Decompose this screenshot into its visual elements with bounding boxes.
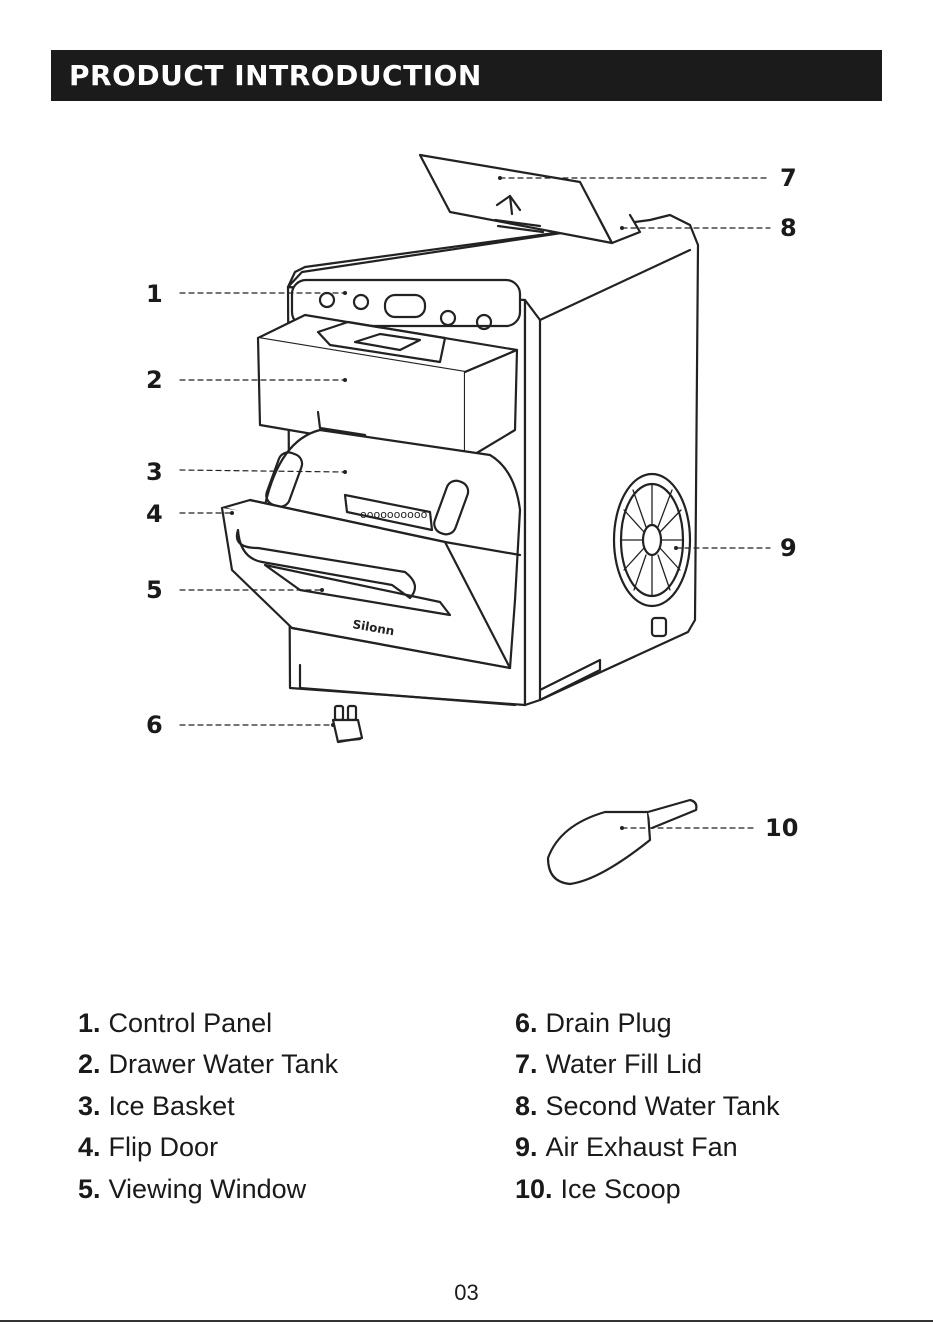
legend-label: Drain Plug	[546, 1008, 672, 1038]
legend-number: 9.	[515, 1132, 538, 1162]
legend-number: 6.	[515, 1008, 538, 1038]
legend-number: 7.	[515, 1049, 538, 1079]
callout-9: 9	[780, 534, 797, 562]
legend-item-water-fill-lid: 7. Water Fill Lid	[515, 1049, 702, 1080]
legend-label: Second Water Tank	[546, 1091, 780, 1121]
legend-label: Control Panel	[109, 1008, 273, 1038]
legend-label: Drawer Water Tank	[109, 1049, 339, 1079]
callout-6: 6	[146, 711, 163, 739]
legend-item-second-water-tank: 8. Second Water Tank	[515, 1091, 780, 1122]
legend-item-viewing-window: 5. Viewing Window	[78, 1174, 306, 1205]
legend-label: Viewing Window	[109, 1174, 307, 1204]
legend-number: 1.	[78, 1008, 101, 1038]
legend-number: 8.	[515, 1091, 538, 1121]
callout-10: 10	[765, 814, 798, 842]
bottom-rule	[0, 1320, 933, 1322]
legend-item-flip-door: 4. Flip Door	[78, 1132, 218, 1163]
legend-label: Water Fill Lid	[546, 1049, 703, 1079]
legend-label: Ice Scoop	[561, 1174, 681, 1204]
legend-number: 3.	[78, 1091, 101, 1121]
callout-8: 8	[780, 214, 797, 242]
legend-number: 10.	[515, 1174, 553, 1204]
legend-label: Flip Door	[109, 1132, 219, 1162]
legend-number: 4.	[78, 1132, 101, 1162]
callout-1: 1	[146, 280, 163, 308]
legend-item-ice-scoop: 10. Ice Scoop	[515, 1174, 681, 1205]
legend-label: Air Exhaust Fan	[546, 1132, 738, 1162]
legend-item-drain-plug: 6. Drain Plug	[515, 1008, 672, 1039]
water-fill-lid	[420, 155, 640, 243]
legend-item-drawer-water-tank: 2. Drawer Water Tank	[78, 1049, 338, 1080]
page-number: 03	[0, 1280, 933, 1306]
callout-3: 3	[146, 458, 163, 486]
legend-item-control-panel: 1. Control Panel	[78, 1008, 272, 1039]
air-exhaust-fan	[614, 474, 690, 606]
legend-number: 5.	[78, 1174, 101, 1204]
callout-7: 7	[780, 164, 797, 192]
callout-5: 5	[146, 576, 163, 604]
ice-scoop	[548, 800, 696, 884]
legend-item-ice-basket: 3. Ice Basket	[78, 1091, 235, 1122]
svg-text:oooooooooo: oooooooooo	[360, 508, 428, 521]
drain-plug	[333, 706, 362, 742]
legend-number: 2.	[78, 1049, 101, 1079]
legend-item-air-exhaust-fan: 9. Air Exhaust Fan	[515, 1132, 738, 1163]
callout-2: 2	[146, 366, 163, 394]
legend-label: Ice Basket	[109, 1091, 235, 1121]
callout-4: 4	[146, 500, 163, 528]
